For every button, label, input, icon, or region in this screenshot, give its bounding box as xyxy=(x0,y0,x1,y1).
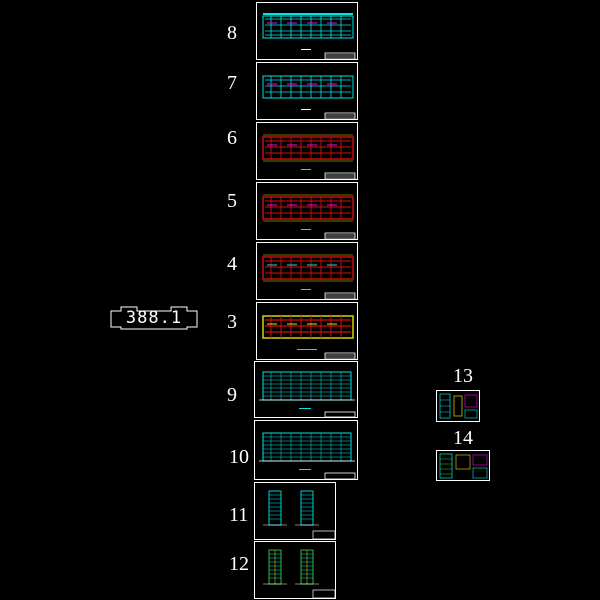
sheet-number: 12 xyxy=(229,553,249,575)
sheet-number: 11 xyxy=(229,504,249,526)
drawing-sheet-13[interactable] xyxy=(436,390,480,422)
drawing-sheet-6[interactable] xyxy=(256,122,358,180)
sheet-number: 14 xyxy=(453,427,473,449)
drawing-sheet-5[interactable] xyxy=(256,182,358,240)
sheet-number: 9 xyxy=(227,384,237,406)
sheet-number: 10 xyxy=(229,446,249,468)
sheet-number: 3 xyxy=(227,311,237,333)
drawing-sheet-12[interactable] xyxy=(254,541,336,599)
drawing-sheet-7[interactable] xyxy=(256,62,358,120)
sheet-number: 7 xyxy=(227,72,237,94)
drawing-sheet-10[interactable] xyxy=(254,420,358,480)
block-label-text: 388.1 xyxy=(125,308,183,328)
sheet-number: 6 xyxy=(227,127,237,149)
drawing-sheet-9[interactable] xyxy=(254,361,358,418)
sheet-number: 8 xyxy=(227,22,237,44)
drawing-sheet-8[interactable] xyxy=(256,2,358,60)
drawing-sheet-11[interactable] xyxy=(254,482,336,540)
sheet-number: 4 xyxy=(227,253,237,275)
sheet-number: 5 xyxy=(227,190,237,212)
drawing-sheet-4[interactable] xyxy=(256,242,358,300)
drawing-sheet-3[interactable] xyxy=(256,302,358,360)
drawing-sheet-14[interactable] xyxy=(436,450,490,481)
sheet-number: 13 xyxy=(453,365,473,387)
block-label: 388.1 xyxy=(109,305,199,331)
